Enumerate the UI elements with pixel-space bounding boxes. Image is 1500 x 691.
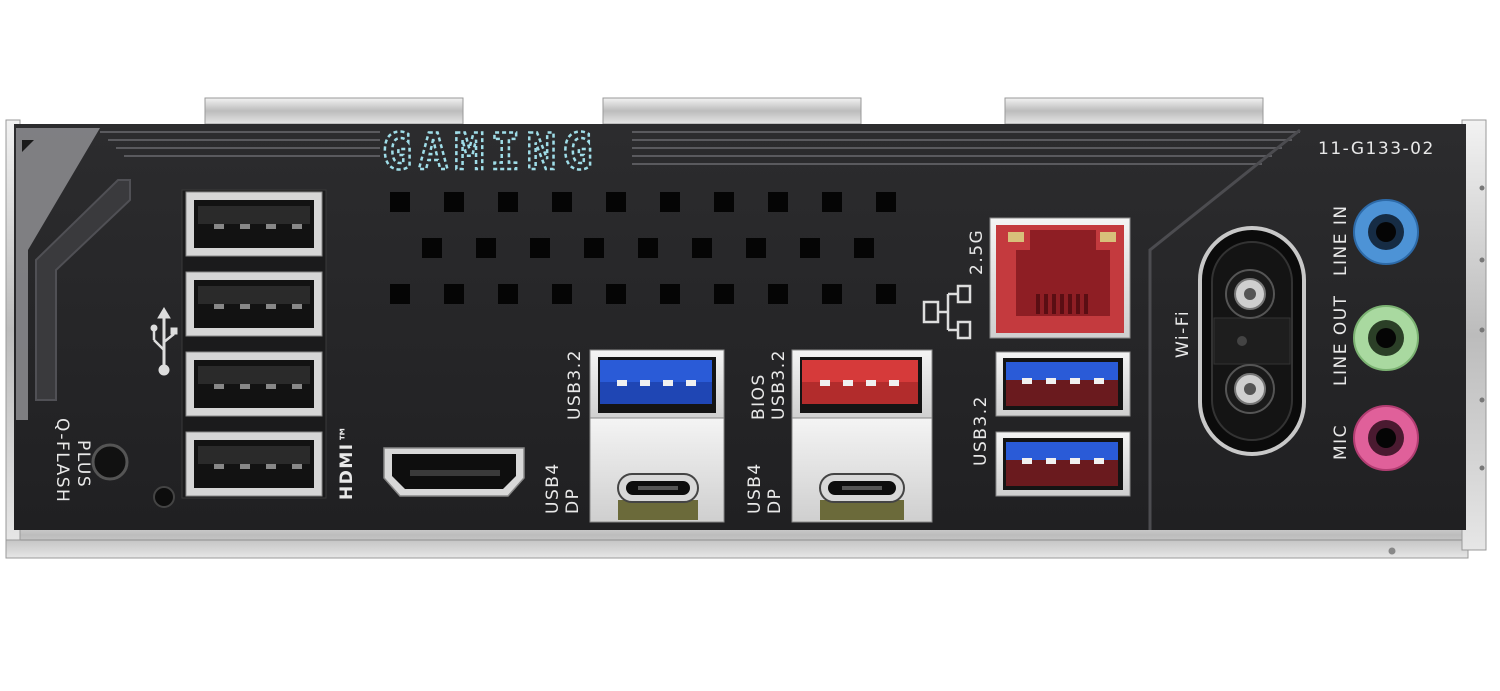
usb2-port-stack <box>181 189 327 499</box>
vent-hole <box>584 238 604 258</box>
hdmi-port[interactable] <box>383 447 525 497</box>
vent-hole <box>638 238 658 258</box>
vent-hole <box>498 284 518 304</box>
vent-hole <box>660 284 680 304</box>
silver-accent <box>16 128 100 420</box>
usb32-port-right-bottom[interactable] <box>995 431 1131 497</box>
usb4dp-mid-label-line1: USB4 <box>745 462 765 514</box>
usb2-port[interactable] <box>185 431 323 497</box>
vent-hole <box>822 284 842 304</box>
vent-hole <box>444 192 464 212</box>
vent-hole <box>746 238 766 258</box>
vent-hole <box>714 192 734 212</box>
mic-label: MIC <box>1331 424 1351 460</box>
vent-hole <box>476 238 496 258</box>
brand-gaming-text: GAMING <box>382 123 599 181</box>
vent-hole <box>692 238 712 258</box>
qflash-led <box>153 486 175 508</box>
usb32-left-label: USB3.2 <box>565 349 585 420</box>
qflash-plus-button[interactable] <box>91 443 129 481</box>
vent-hole <box>800 238 820 258</box>
vent-hole <box>660 192 680 212</box>
mounting-tabs <box>204 97 1264 125</box>
usb2-port[interactable] <box>185 271 323 337</box>
usb32-right-label: USB3.2 <box>971 395 991 466</box>
qflash-label-line1: Q-FLASH <box>52 418 72 503</box>
vent-hole <box>530 238 550 258</box>
vent-hole <box>876 284 896 304</box>
vent-hole <box>552 284 572 304</box>
vent-hole <box>822 192 842 212</box>
usb4dp-left-label-line2: DP <box>563 488 583 514</box>
mic-jack[interactable] <box>1353 405 1419 471</box>
line-out-jack[interactable] <box>1353 305 1419 371</box>
line-in-label: LINE IN <box>1331 204 1351 276</box>
vent-hole <box>444 284 464 304</box>
qflash-label-line2: PLUS <box>73 440 93 488</box>
usb2-port[interactable] <box>185 191 323 257</box>
vent-hole <box>854 238 874 258</box>
usb32-bios-port[interactable] <box>791 349 933 421</box>
vent-grid <box>390 192 896 304</box>
vent-hole <box>768 284 788 304</box>
usb32-port-right-top[interactable] <box>995 351 1131 417</box>
lan-speed-label: 2.5G <box>967 229 987 275</box>
vent-hole <box>498 192 518 212</box>
hdmi-label: HDMI™ <box>337 424 357 500</box>
vent-hole <box>768 192 788 212</box>
wifi-antenna-module <box>1198 226 1306 456</box>
line-in-jack[interactable] <box>1353 199 1419 265</box>
usb4dp-left-label-line1: USB4 <box>543 462 563 514</box>
bios-label: BIOS <box>749 373 769 420</box>
usb32-mid-label: USB3.2 <box>769 349 789 420</box>
usb32-port-left[interactable] <box>589 349 725 421</box>
decorative-stripes <box>100 131 1300 165</box>
network-icon <box>922 284 972 340</box>
usb2-port[interactable] <box>185 351 323 417</box>
part-number: 11-G133-02 <box>1318 139 1435 159</box>
vent-hole <box>552 192 572 212</box>
usb-symbol-icon <box>150 307 178 376</box>
usb4-typec-port-left[interactable] <box>589 417 725 523</box>
vent-hole <box>606 192 626 212</box>
vent-hole <box>606 284 626 304</box>
wifi-label: Wi-Fi <box>1173 310 1193 358</box>
line-out-label: LINE OUT <box>1331 294 1351 386</box>
wifi-connector-bottom[interactable] <box>1225 364 1275 414</box>
vent-hole <box>876 192 896 212</box>
vent-hole <box>390 192 410 212</box>
vent-hole <box>390 284 410 304</box>
usb4dp-mid-label-line2: DP <box>765 488 785 514</box>
vent-hole <box>422 238 442 258</box>
usb4-typec-port-mid[interactable] <box>791 417 933 523</box>
lan-port-2.5g[interactable] <box>989 217 1131 339</box>
wifi-connector-top[interactable] <box>1225 269 1275 319</box>
vent-hole <box>714 284 734 304</box>
